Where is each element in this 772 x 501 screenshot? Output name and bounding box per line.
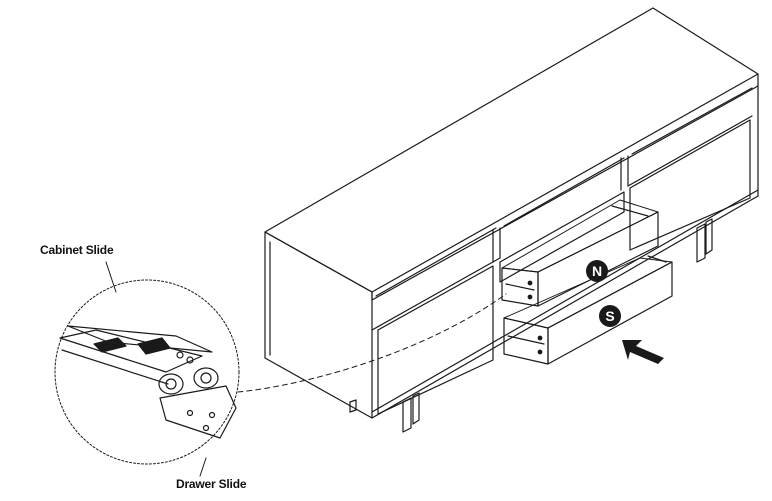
cabinet-top (264, 7, 759, 293)
cabinet-legs (349, 218, 713, 433)
right-door (629, 119, 751, 251)
left-door (377, 265, 494, 415)
detail-magnifier (54, 279, 240, 465)
drawer-marker-s-label: S (605, 308, 614, 324)
slide-detail-callout (54, 261, 507, 477)
cabinet-slide-label: Cabinet Slide (40, 243, 114, 257)
drawer-upper (501, 199, 659, 307)
detail-leader-line (237, 293, 507, 393)
drawer-slide-rail (158, 367, 237, 439)
arrow-icon (622, 340, 664, 364)
tv-stand-cabinet (264, 7, 759, 433)
cabinet-slide-rail (59, 325, 213, 385)
drawer-slide-label: Drawer Slide (176, 477, 247, 491)
drawer-marker-n-label: N (592, 263, 602, 279)
drawer-marker-s: S (599, 305, 621, 327)
drawer-marker-n: N (586, 260, 608, 282)
cabinet-left-panel (264, 231, 373, 419)
